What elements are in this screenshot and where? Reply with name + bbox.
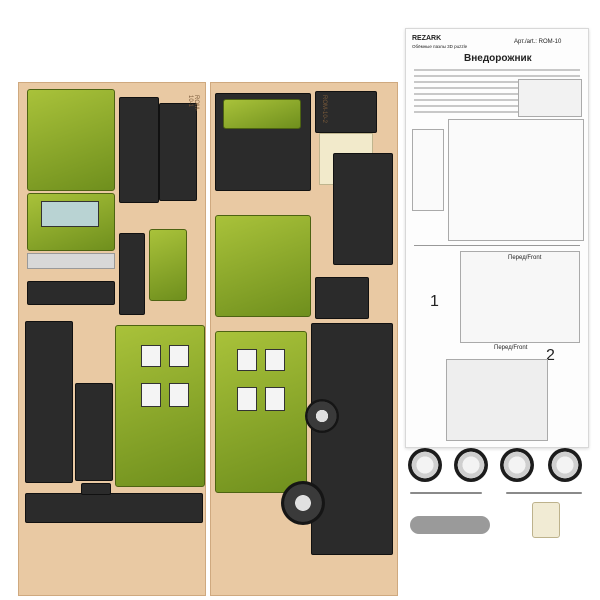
large-wheel-piece <box>281 481 325 525</box>
hood-piece <box>223 99 301 129</box>
engine-cover-piece <box>215 215 311 317</box>
wheel-4 <box>548 448 582 482</box>
brand-tagline: Обёмные пазлы 3D puzzle <box>412 44 468 49</box>
seats-piece <box>315 91 377 133</box>
body-window-c <box>141 383 161 407</box>
roof-piece <box>27 89 115 191</box>
fender-piece-a <box>119 233 145 315</box>
side-rack-piece <box>159 103 197 201</box>
chassis-side-piece <box>333 153 393 265</box>
text-line <box>414 111 580 113</box>
wheel-3 <box>500 448 534 482</box>
board-label-left: ROM-10-1 <box>187 95 199 111</box>
text-line <box>414 93 580 95</box>
front-label-1: Перед/Front <box>508 255 542 261</box>
text-line <box>414 99 580 101</box>
instruction-title: Внедорожник <box>464 53 532 64</box>
plastic-stand <box>532 502 560 538</box>
parts-map-diagram <box>448 119 584 241</box>
axle-rod-1 <box>410 492 482 494</box>
door-piece <box>149 229 187 301</box>
body-window-h <box>265 387 285 411</box>
windshield <box>41 201 99 227</box>
step-1-diagram <box>460 251 580 343</box>
article-number: Арт./art.: ROM-10 <box>514 39 562 45</box>
tire-strip-piece <box>27 281 115 305</box>
floor-piece-left <box>25 321 73 483</box>
brand-logo: REZARK <box>412 35 442 42</box>
text-line <box>414 81 580 83</box>
step-number-1: 1 <box>430 293 439 310</box>
body-window-e <box>237 349 257 371</box>
body-window-f <box>265 349 285 371</box>
body-window-b <box>169 345 189 367</box>
step-number-2: 2 <box>546 347 555 364</box>
instruction-sheet: REZARK Обёмные пазлы 3D puzzle Арт./art.… <box>405 28 589 448</box>
tools-diagram <box>412 129 444 211</box>
text-line <box>414 69 580 71</box>
cargo-rack-piece <box>119 97 159 203</box>
board-label-right: ROM-10-2 <box>321 95 327 124</box>
step-piece <box>25 493 203 523</box>
text-line <box>414 87 580 89</box>
grille-piece <box>315 277 369 319</box>
text-line <box>414 75 580 77</box>
axle-rod-2 <box>506 492 582 494</box>
sanding-file <box>410 516 490 534</box>
divider <box>414 245 580 246</box>
floor-piece-right <box>311 323 393 555</box>
puzzle-board-right: ROM-10-2 <box>210 82 398 596</box>
vehicle-preview-diagram <box>518 79 582 117</box>
small-part-a <box>81 483 111 495</box>
text-line <box>414 105 580 107</box>
front-label-2: Перед/Front <box>494 345 528 351</box>
wheel-2 <box>454 448 488 482</box>
body-window-g <box>237 387 257 411</box>
body-window-d <box>169 383 189 407</box>
body-window-a <box>141 345 161 367</box>
puzzle-board-left: ROM-10-1 <box>18 82 206 596</box>
wheel-1 <box>408 448 442 482</box>
body-side-right <box>215 331 307 493</box>
spare-wheel-piece <box>305 399 339 433</box>
rear-panel-piece <box>75 383 113 481</box>
bumper-piece <box>27 253 115 269</box>
step-2-diagram <box>446 359 548 441</box>
